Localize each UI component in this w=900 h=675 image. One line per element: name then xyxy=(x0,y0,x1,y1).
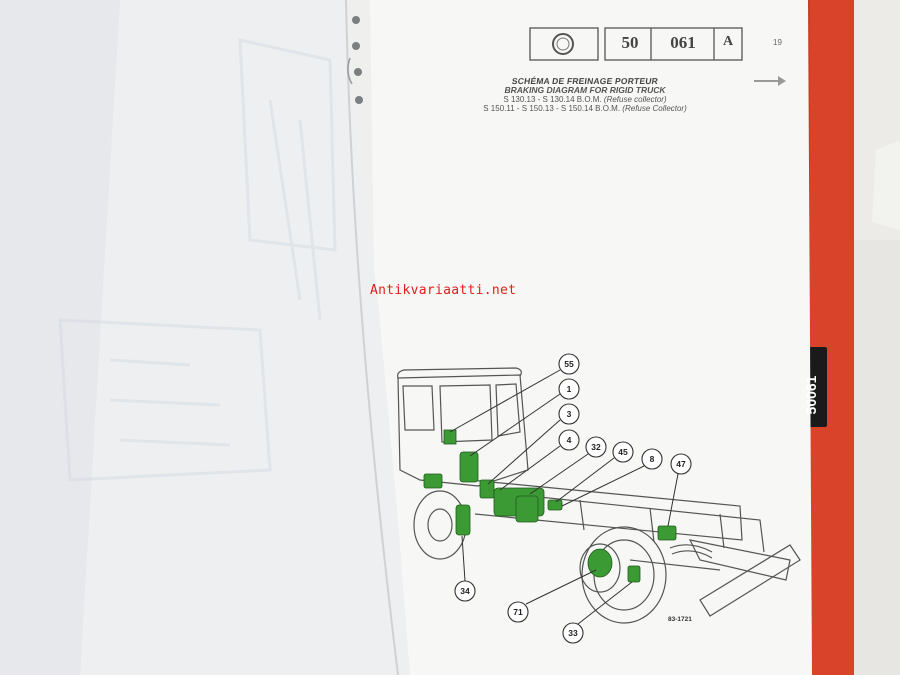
models-2: S 150.11 - S 150.13 - S 150.14 B.O.M. xyxy=(483,104,621,113)
callout-33: 33 xyxy=(568,628,578,638)
brake-components xyxy=(423,429,677,583)
callout-1: 1 xyxy=(566,384,572,394)
figure-code: 83-1721 xyxy=(668,616,692,623)
callout-47: 47 xyxy=(676,459,686,469)
models-line-1: S 130.13 - S 130.14 B.O.M. (Refuse colle… xyxy=(440,95,730,104)
binder-edge xyxy=(806,0,854,675)
watermark: Antikvariaatti.net xyxy=(370,283,517,298)
models-1: S 130.13 - S 130.14 B.O.M. xyxy=(503,95,602,104)
callout-8: 8 xyxy=(649,454,655,464)
title-english: BRAKING DIAGRAM FOR RIGID TRUCK xyxy=(504,85,666,95)
models-line-2: S 150.11 - S 150.13 - S 150.14 B.O.M. (R… xyxy=(440,104,730,113)
doc-subsection-number: 061 xyxy=(670,33,696,52)
doc-section-number: 50 xyxy=(621,33,639,52)
callout-32: 32 xyxy=(591,442,601,452)
callout-45: 45 xyxy=(618,447,628,457)
callout-55: 55 xyxy=(564,359,574,369)
models-2-sub: (Refuse Collector) xyxy=(622,104,687,113)
logo-seal xyxy=(552,33,574,55)
models-1-sub: (Refuse collector) xyxy=(603,95,667,104)
index-tab-label: 50061 xyxy=(803,375,819,415)
logo-box xyxy=(529,27,599,61)
page-number: 19 xyxy=(773,38,782,47)
callout-3: 3 xyxy=(566,409,572,419)
callout-4: 4 xyxy=(566,435,572,445)
callout-34: 34 xyxy=(460,586,470,596)
code-box xyxy=(604,27,743,61)
arrow-icon xyxy=(754,76,786,86)
callout-71: 71 xyxy=(513,607,523,617)
doc-revision: A xyxy=(722,34,734,49)
callout-circles xyxy=(454,353,692,644)
